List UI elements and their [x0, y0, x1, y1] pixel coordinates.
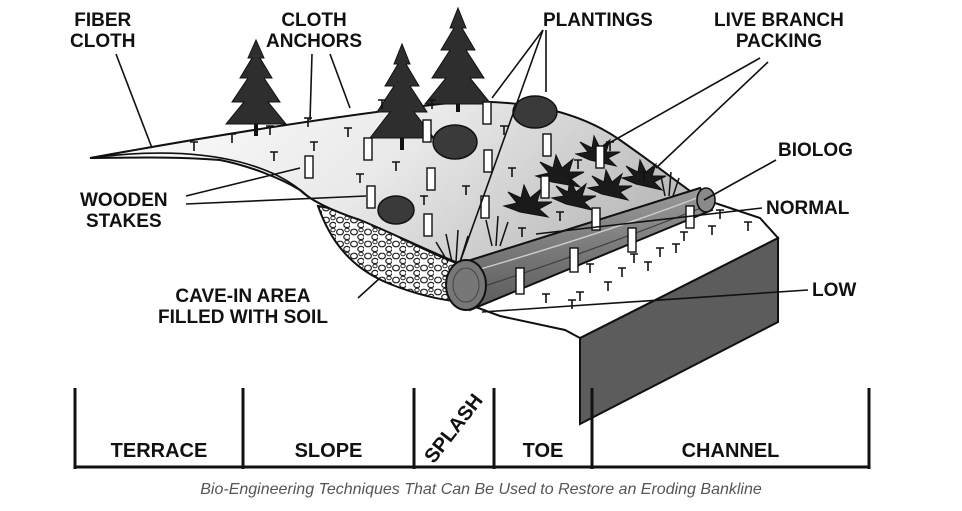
grass-tufts: [435, 171, 680, 263]
shrub: [432, 124, 478, 160]
zone-channel: CHANNEL: [681, 440, 780, 462]
evergreen-tree: [368, 42, 436, 150]
label-plantings: PLANTINGS: [543, 10, 653, 31]
zone-bar: [73, 388, 871, 469]
shrub: [512, 95, 558, 129]
evergreen-tree: [224, 38, 288, 136]
wooden-stakes: [304, 101, 695, 295]
zone-terrace: TERRACE: [110, 440, 208, 462]
zone-toe: TOE: [522, 440, 564, 462]
label-low: LOW: [812, 280, 857, 301]
leader-lines: [115, 29, 809, 313]
fiber-cloth-edge: [89, 152, 311, 199]
label-biolog: BIOLOG: [778, 140, 853, 161]
label-normal: NORMAL: [766, 198, 850, 219]
shrub: [377, 195, 415, 225]
evergreen-tree: [423, 6, 493, 112]
zone-slope: SLOPE: [294, 440, 363, 462]
figure-caption: Bio-Engineering Techniques That Can Be U…: [200, 481, 762, 498]
